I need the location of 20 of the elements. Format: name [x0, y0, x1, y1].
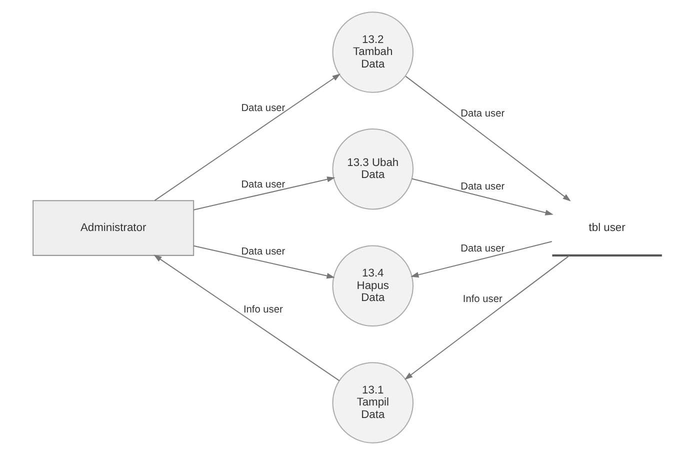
edge-label: Info user	[243, 304, 283, 316]
arrow	[412, 178, 554, 216]
arrow	[405, 76, 571, 202]
edge-label: Data user	[460, 108, 505, 120]
node-circle: 13.3 Ubah Data	[332, 128, 414, 210]
node-text: tbl user	[588, 222, 626, 234]
edge-label: Info user	[462, 294, 502, 306]
arrow	[194, 176, 336, 210]
edge-label: Data user	[460, 181, 505, 192]
arrow	[154, 254, 340, 382]
arrow	[194, 245, 335, 279]
arrow	[154, 74, 341, 201]
edge-label: Data user	[241, 179, 286, 190]
arrow	[410, 241, 552, 278]
node-circle: 13.4 Hapus Data	[332, 245, 414, 327]
edge-label: Data user	[241, 246, 286, 258]
edge-label: Data user	[241, 103, 286, 114]
node-box: Administrator	[32, 200, 194, 256]
edge-label: Data user	[460, 243, 505, 254]
arrow	[404, 255, 570, 380]
